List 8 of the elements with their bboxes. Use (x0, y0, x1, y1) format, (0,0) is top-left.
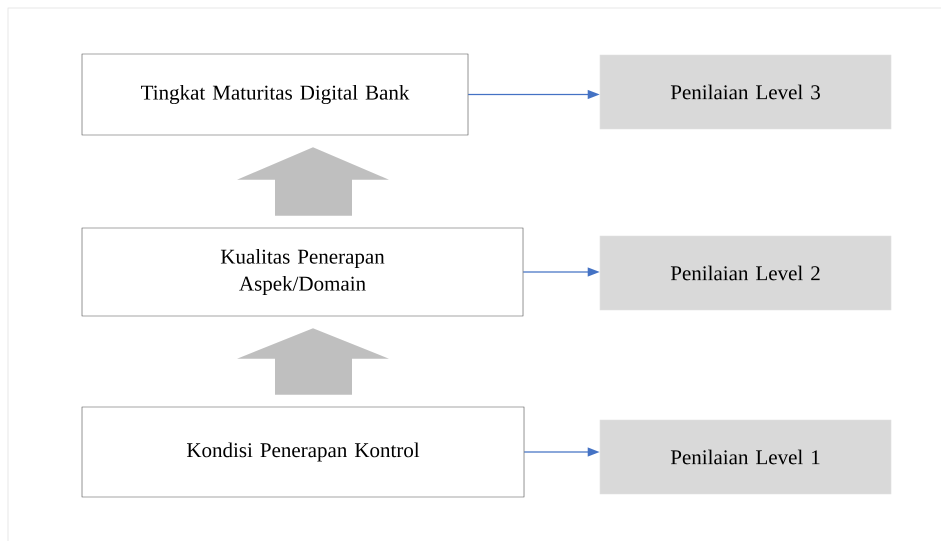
block-arrow (237, 147, 389, 216)
level-box: Penilaian Level 1 (600, 420, 892, 494)
level-box: Penilaian Level 3 (600, 54, 892, 130)
block-arrow (237, 328, 389, 395)
process-box: Kondisi Penerapan Kontrol (82, 406, 524, 498)
level-box: Penilaian Level 2 (600, 236, 892, 310)
process-box: Kualitas Penerapan Aspek/Domain (82, 228, 524, 316)
process-box: Tingkat Maturitas Digital Bank (82, 54, 468, 136)
